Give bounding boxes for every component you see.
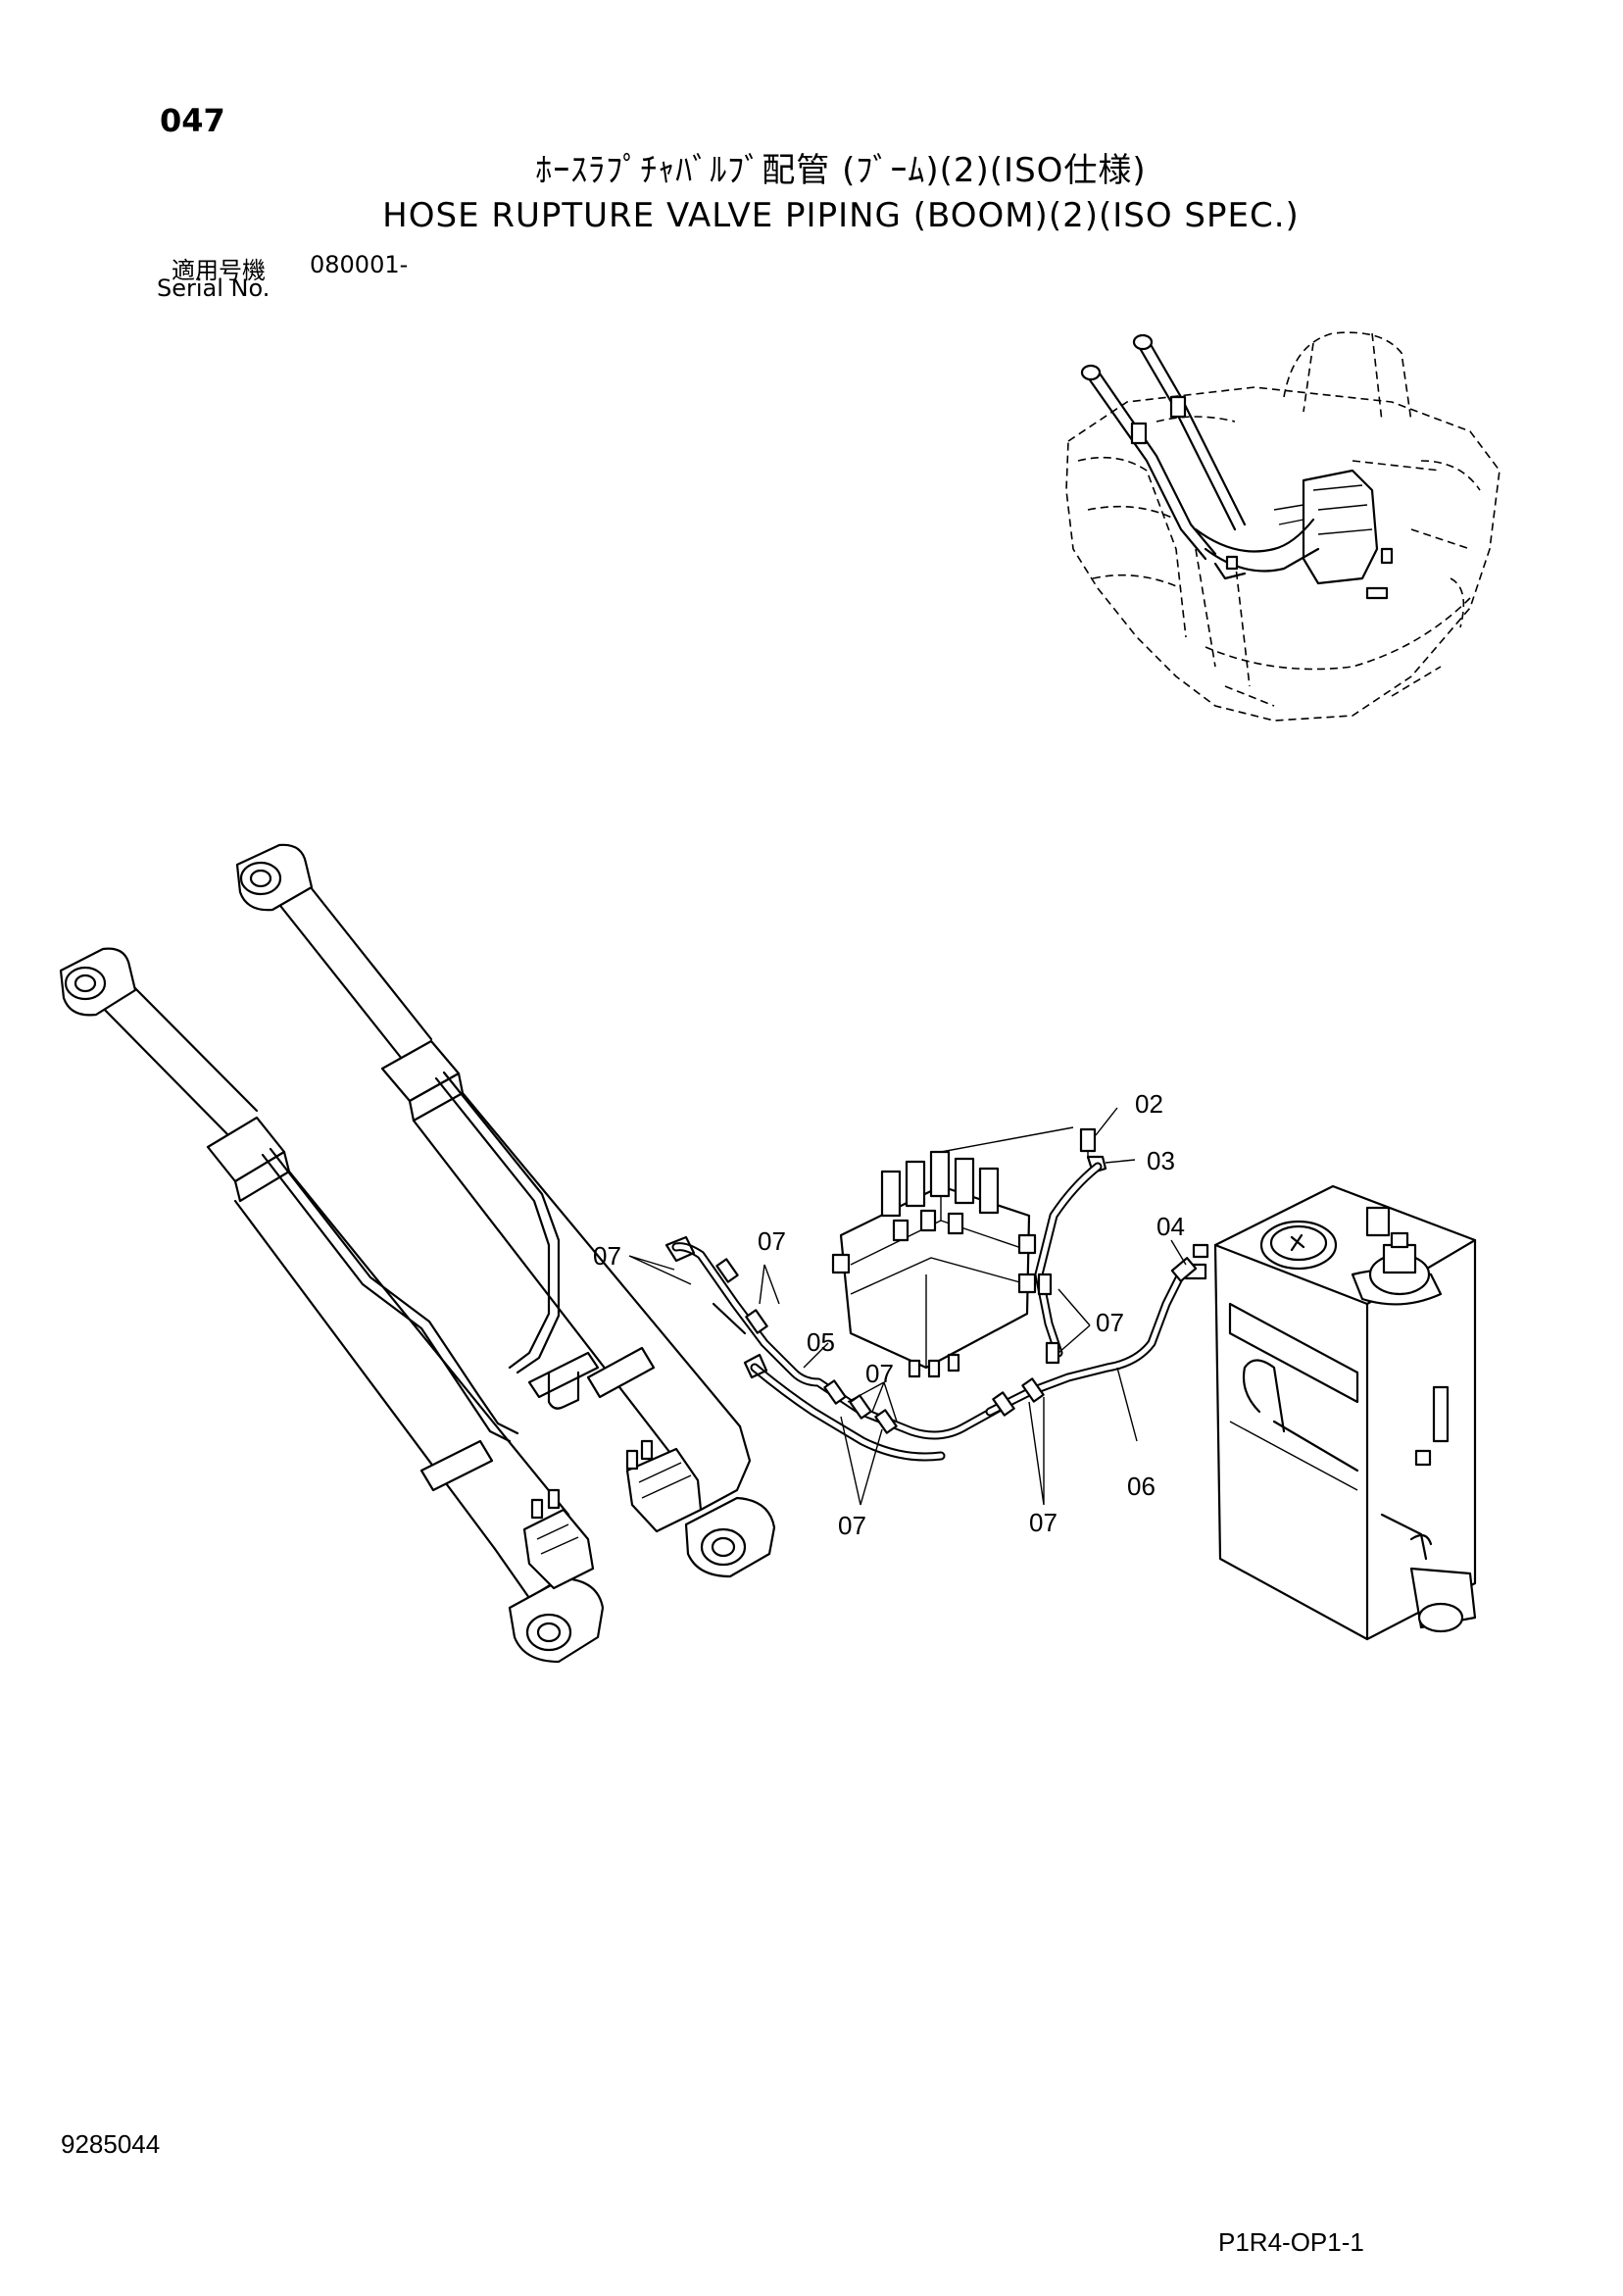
callout-07-right: 07 <box>1096 1308 1124 1337</box>
serial-label-english: Serial No. <box>157 275 270 302</box>
hydraulic-tank <box>1184 1184 1477 1641</box>
boom-cylinder-right <box>235 843 776 1578</box>
hose-06 <box>985 1162 1209 1417</box>
serial-range: 080001- <box>310 251 409 278</box>
boom-cylinder-left <box>59 947 605 1664</box>
callout-07-bottom-right: 07 <box>1029 1508 1057 1537</box>
callout-07-left: 07 <box>593 1241 621 1271</box>
clamps-07 <box>664 1235 1060 1434</box>
page-number: 047 <box>160 102 225 139</box>
leader-lines <box>628 1107 1187 1506</box>
callout-07-upper: 07 <box>758 1226 786 1256</box>
callout-07-middle: 07 <box>865 1359 894 1388</box>
callout-04: 04 <box>1156 1212 1185 1241</box>
callout-07-bottom-left: 07 <box>838 1511 866 1540</box>
machine-overview-inset <box>1065 331 1500 722</box>
serial-label-japanese: 適用号機 <box>172 257 266 284</box>
document-number: 9285044 <box>61 2129 161 2159</box>
title-english: HOSE RUPTURE VALVE PIPING (BOOM)(2)(ISO … <box>382 196 1300 235</box>
callout-02: 02 <box>1135 1089 1163 1119</box>
control-valve <box>831 1126 1074 1378</box>
callout-05: 05 <box>807 1327 835 1357</box>
title-japanese: ﾎｰｽﾗﾌﾟﾁｬﾊﾞﾙﾌﾞ配管 (ﾌﾞｰﾑ)(2)(ISO仕様) <box>535 151 1147 190</box>
page-code: P1R4-OP1-1 <box>1218 2227 1364 2257</box>
callout-06: 06 <box>1127 1472 1156 1501</box>
callout-03: 03 <box>1147 1146 1175 1175</box>
